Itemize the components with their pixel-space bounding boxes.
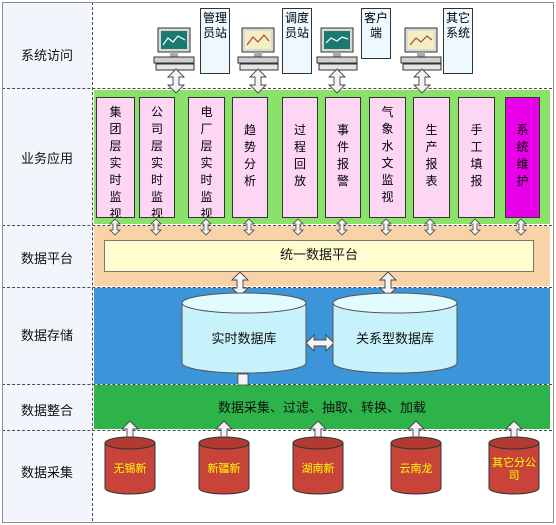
source-label: 无锡新 xyxy=(113,462,147,475)
column-divider xyxy=(92,2,93,521)
layer-divider xyxy=(2,430,552,431)
layer-label-integration: 数据整合 xyxy=(20,404,73,419)
app-plant-realtime-monitor: 电厂层实时监视 xyxy=(188,97,225,218)
unified-data-platform: 统一数据平台 xyxy=(104,240,534,272)
app-company-realtime-monitor: 公司层实时监视 xyxy=(139,97,175,218)
computer-icon xyxy=(237,27,279,71)
storage-band xyxy=(94,288,550,384)
client-other-systems: 其它系统 xyxy=(443,8,473,74)
source-cylinder-5 xyxy=(488,436,540,495)
source-cylinder-1 xyxy=(104,436,156,495)
app-manual-entry: 手工填报 xyxy=(458,97,495,218)
app-event-alarm: 事件报警 xyxy=(325,97,361,218)
client-admin-station: 管理员站 xyxy=(200,8,230,74)
source-label: 其它分公司 xyxy=(492,456,536,482)
relational-db-label: 关系型数据库 xyxy=(355,332,434,347)
layer-label-collection: 数据采集 xyxy=(20,466,73,481)
storage-connector xyxy=(237,373,249,386)
app-process-replay: 过程回放 xyxy=(282,97,318,218)
layer-divider xyxy=(2,88,552,89)
layer-label-access: 系统访问 xyxy=(20,49,73,64)
source-cylinder-3 xyxy=(292,436,344,495)
source-cylinder-4 xyxy=(390,436,442,495)
computer-icon xyxy=(400,27,442,71)
integration-band xyxy=(94,385,550,429)
app-trend-analysis: 趋势分析 xyxy=(232,97,268,218)
source-cylinder-2 xyxy=(198,436,250,495)
app-system-maintenance: 系统维护 xyxy=(505,97,540,218)
realtime-db-label: 实时数据库 xyxy=(211,332,277,347)
relational-db-cylinder xyxy=(332,303,458,374)
layer-divider xyxy=(2,287,552,288)
source-label: 湖南新 xyxy=(301,462,335,475)
layer-label-platform: 数据平台 xyxy=(20,252,73,267)
realtime-db-cylinder xyxy=(181,303,307,374)
layer-label-storage: 数据存储 xyxy=(20,329,73,344)
app-production-report: 生产报表 xyxy=(413,97,450,218)
client-terminal: 客户端 xyxy=(361,8,391,59)
app-weather-hydrology-monitor: 气象水文监视 xyxy=(369,97,406,218)
client-dispatcher-station: 调度员站 xyxy=(282,8,312,74)
source-label: 云南龙 xyxy=(399,462,433,475)
layer-divider xyxy=(2,384,552,385)
app-group-realtime-monitor: 集团层实时监视 xyxy=(96,97,135,218)
computer-icon xyxy=(316,27,358,71)
layer-divider xyxy=(2,225,552,226)
source-label: 新疆新 xyxy=(207,462,241,475)
integration-label: 数据采集、过滤、抽取、转换、加载 xyxy=(217,401,426,416)
layer-label-business: 业务应用 xyxy=(20,152,73,167)
